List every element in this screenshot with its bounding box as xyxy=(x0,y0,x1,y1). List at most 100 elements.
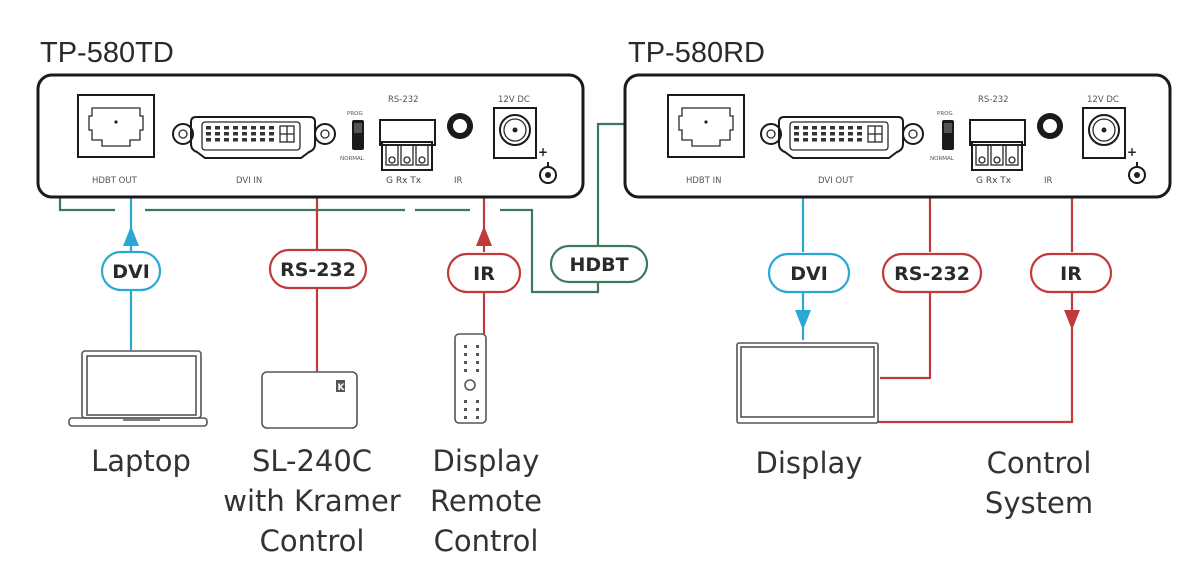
remote-button xyxy=(464,369,467,372)
remote-label-line: Display xyxy=(433,444,540,478)
dvi-pin xyxy=(215,138,220,142)
tx-dvi-pill: DVI xyxy=(100,250,162,292)
rx-dvi-pill-label: DVI xyxy=(790,263,828,285)
dvi-pin xyxy=(242,126,247,130)
dvi-pin xyxy=(857,132,862,136)
dvi-in-label: DVI IN xyxy=(236,176,262,186)
dvi-pin xyxy=(812,138,817,142)
sl240c-label: SL-240C with Kramer Control xyxy=(223,444,401,558)
dvi-pin xyxy=(233,132,238,136)
dvi-pin xyxy=(260,132,265,136)
dvi-pin xyxy=(803,138,808,142)
remote-button xyxy=(476,361,479,364)
hdbt-pill: HDBT xyxy=(549,244,649,284)
remote-button xyxy=(476,345,479,348)
dvi-pin xyxy=(269,138,274,142)
prog-normal-switch xyxy=(352,120,364,150)
tx-rs232-pill: RS-232 xyxy=(268,248,368,290)
rx-rs232-pill-label: RS-232 xyxy=(894,263,970,285)
dvi-pin xyxy=(242,132,247,136)
tx-ir-pill: IR xyxy=(446,252,522,294)
tx-dvi-pill-label: DVI xyxy=(112,261,150,283)
power-label: 12V DC xyxy=(1087,95,1119,105)
dvi-pin xyxy=(803,132,808,136)
dvi-pin xyxy=(830,132,835,136)
remote-button xyxy=(476,353,479,356)
control-system-label-line: System xyxy=(985,486,1093,520)
svg-text:K: K xyxy=(338,383,346,393)
receiver-device: HDBT IN DVI OUT PROG NORMAL RS-232 xyxy=(623,73,1172,199)
remote-button xyxy=(476,400,479,403)
ir-jack xyxy=(1037,113,1063,139)
dvi-out-port xyxy=(760,116,924,159)
remote-button xyxy=(464,361,467,364)
prog-normal-switch xyxy=(942,120,954,150)
rs232-terminal xyxy=(969,119,1026,171)
dvi-pin xyxy=(215,126,220,130)
rs232-label: RS-232 xyxy=(978,95,1009,105)
ir-jack xyxy=(447,113,473,139)
ir-label: IR xyxy=(454,176,463,186)
dvi-pin xyxy=(224,138,229,142)
prog-label: PROG xyxy=(347,111,363,117)
dvi-pin xyxy=(848,126,853,130)
dvi-pin xyxy=(215,132,220,136)
tx-dvi-arrow xyxy=(123,226,139,246)
dvi-pin xyxy=(206,138,211,142)
dvi-pin xyxy=(848,138,853,142)
remote-label: Display Remote Control xyxy=(430,444,542,558)
remote-control-icon xyxy=(454,333,487,424)
dvi-pin xyxy=(839,138,844,142)
dvi-pin xyxy=(206,132,211,136)
dvi-pin xyxy=(821,132,826,136)
dvi-pin xyxy=(812,126,817,130)
dvi-pin xyxy=(794,138,799,142)
rx-rs232-pill: RS-232 xyxy=(881,252,983,294)
control-system-label: Control System xyxy=(985,446,1093,520)
dvi-pin xyxy=(857,138,862,142)
dvi-pin xyxy=(224,132,229,136)
dvi-pin xyxy=(839,126,844,130)
remote-button xyxy=(476,408,479,411)
dvi-pin xyxy=(242,138,247,142)
power-connector xyxy=(1082,107,1126,159)
normal-label: NORMAL xyxy=(930,156,955,162)
polarity-icon: + xyxy=(1127,145,1146,184)
tx-ir-arrow xyxy=(476,226,492,246)
hdbt-out-port xyxy=(77,94,155,158)
control-panel-icon: K xyxy=(261,371,358,429)
dvi-pin xyxy=(830,126,835,130)
rx-dvi-pill: DVI xyxy=(767,252,851,294)
sl240c-label-line: Control xyxy=(260,524,365,558)
ir-label: IR xyxy=(1044,176,1053,186)
dvi-pin xyxy=(821,138,826,142)
rx-ir-pill-label: IR xyxy=(1060,263,1082,285)
normal-label: NORMAL xyxy=(340,156,365,162)
display-icon xyxy=(736,342,879,424)
remote-button xyxy=(476,416,479,419)
remote-button xyxy=(464,345,467,348)
dvi-pin xyxy=(269,126,274,130)
dvi-out-label: DVI OUT xyxy=(818,176,854,186)
hdbt-out-label: HDBT OUT xyxy=(92,176,138,186)
dvi-pin xyxy=(794,126,799,130)
dvi-pin xyxy=(251,138,256,142)
transmitter-device: HDBT OUT DVI IN PROG NORMAL RS-232 xyxy=(36,73,585,199)
dvi-pin xyxy=(821,126,826,130)
remote-label-line: Control xyxy=(434,524,539,558)
rx-dvi-arrow xyxy=(795,310,811,330)
remote-button xyxy=(464,416,467,419)
hdbt-in-port xyxy=(667,94,745,158)
remote-label-line: Remote xyxy=(430,484,542,518)
remote-button xyxy=(476,369,479,372)
laptop-label: Laptop xyxy=(91,444,191,478)
dvi-pin xyxy=(848,132,853,136)
dvi-pin xyxy=(812,132,817,136)
dvi-pin xyxy=(260,138,265,142)
transmitter-title: TP-580TD xyxy=(40,37,174,69)
svg-text:+: + xyxy=(538,145,548,159)
power-connector xyxy=(493,107,537,159)
tx-ir-pill-label: IR xyxy=(473,263,495,285)
dvi-pin xyxy=(251,132,256,136)
